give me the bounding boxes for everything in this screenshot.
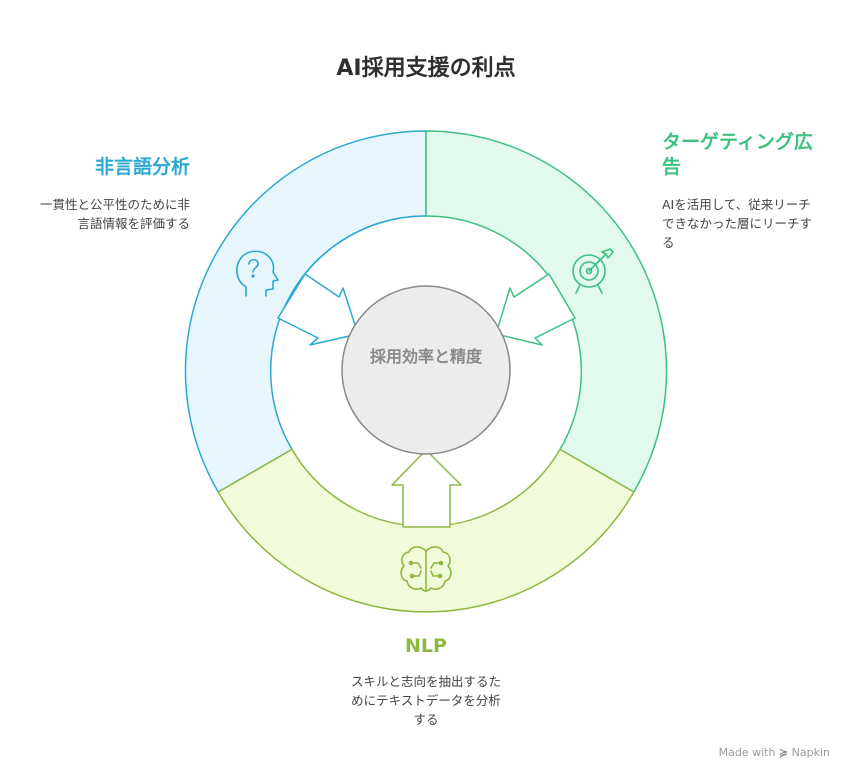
- brand-name: Napkin: [791, 746, 830, 759]
- made-with-label: Made with: [718, 746, 776, 759]
- arrow-targeting: [495, 273, 576, 346]
- segment-nlp: [217, 448, 635, 613]
- head-question-icon: [236, 250, 279, 297]
- target-icon: [572, 248, 614, 294]
- center-circle: [341, 285, 511, 455]
- arrow-nonverbal: [277, 215, 427, 346]
- nonverbal-description: 一貫性と公平性のために非言語情報を評価する: [40, 197, 191, 231]
- diagram-title: AI採用支援の利点: [336, 56, 516, 81]
- made-with-napkin[interactable]: Made with ≽ Napkin: [719, 746, 830, 759]
- targeting-heading: ターゲティング広告: [662, 131, 813, 178]
- brain-icon: [400, 546, 452, 592]
- center-label: 採用効率と精度: [369, 347, 482, 366]
- nlp-description: スキルと志向を抽出するためにテキストデータを分析する: [351, 674, 502, 727]
- napkin-logo-icon: ≽: [778, 746, 789, 759]
- nonverbal-heading: 非言語分析: [94, 156, 190, 178]
- targeting-description: AIを活用して、従来リーチできなかった層にリーチする: [662, 197, 813, 250]
- arrow-nlp: [391, 449, 462, 528]
- segment-targeting: [425, 130, 668, 494]
- nlp-heading: NLP: [405, 635, 447, 657]
